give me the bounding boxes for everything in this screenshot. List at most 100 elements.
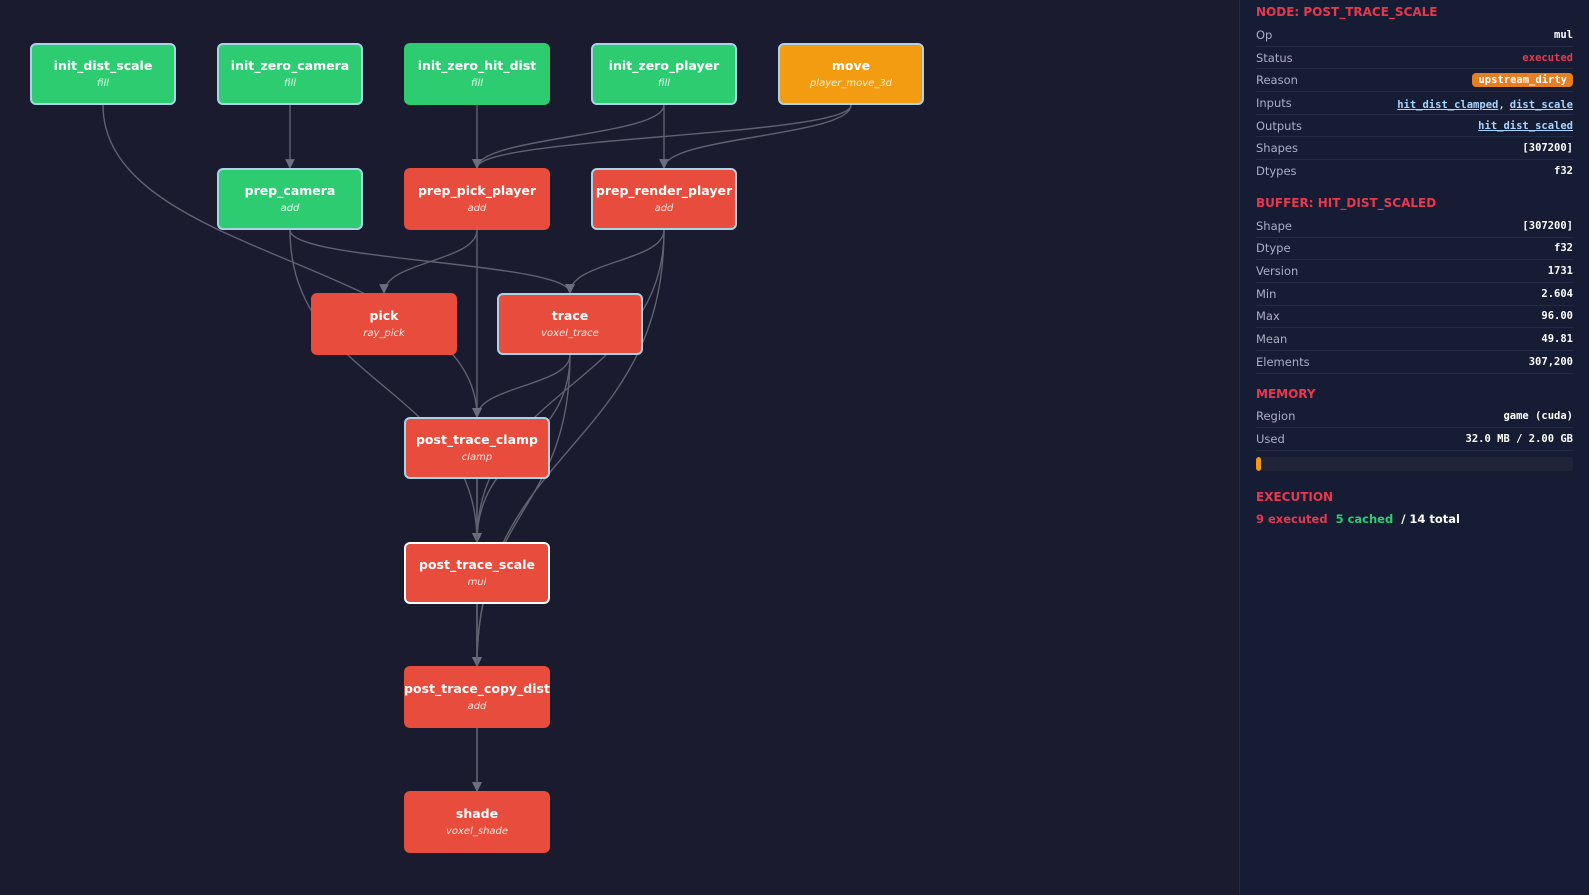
memory-section-title: MEMORY [1256,386,1316,401]
inputs-row: Inputs hit_dist_clamped, dist_scale [1256,92,1573,115]
buffer-row: Dtype f32 [1256,238,1573,261]
shapes-value: [307200] [1522,142,1573,155]
output-link-hit-dist-scaled[interactable]: hit_dist_scaled [1478,119,1573,132]
status-row: Status executed [1256,47,1573,70]
node-post-trace-scale[interactable]: post_trace_scale mul [404,542,550,604]
total-count: / 14 total [1401,512,1460,526]
node-init-zero-camera[interactable]: init_zero_camera fill [217,43,363,105]
execution-section-title: EXECUTION [1256,490,1334,504]
buffer-section-title: BUFFER: HIT_DIST_SCALED [1256,195,1437,210]
node-name: prep_camera [244,182,336,198]
edge-trace-to-post_trace_copy_dist [472,354,571,667]
node-name: post_trace_scale [419,556,535,572]
buffer-label: Max [1256,309,1280,324]
node-post-trace-copy-dist[interactable]: post_trace_copy_dist add [404,666,550,728]
inputs-separator: , [1498,99,1505,112]
node-op: add [467,202,487,214]
buffer-row: Min 2.604 [1256,283,1573,306]
status-label: Status [1256,50,1293,65]
input-link-dist-scale[interactable]: dist_scale [1509,99,1573,112]
dtypes-value: f32 [1554,165,1573,178]
node-op: voxel_shade [445,825,509,837]
node-name: post_trace_clamp [415,431,538,447]
shapes-label: Shapes [1256,141,1299,156]
node-init-zero-player[interactable]: init_zero_player fill [591,43,737,105]
node-name: prep_render_player [595,182,733,198]
buffer-label: Elements [1256,354,1310,369]
region-row: Region game (cuda) [1256,406,1573,429]
node-prep-pick-player[interactable]: prep_pick_player add [404,168,550,230]
node-pick[interactable]: pick ray_pick [311,293,457,355]
execution-summary: 9 executed 5 cached / 14 total [1256,509,1573,529]
node-name: move [831,57,871,73]
node-move[interactable]: move player_move_3d [778,43,924,105]
buffer-value: 1731 [1547,265,1573,278]
reason-label: Reason [1256,73,1298,88]
edge-init_dist_scale-to-post_trace_clamp [102,104,482,418]
status-value: executed [1522,51,1573,64]
buffer-row: Elements 307,200 [1256,351,1573,374]
reason-badge: upstream_dirty [1472,73,1573,88]
buffer-value: [307200] [1522,219,1573,232]
buffer-label: Mean [1256,332,1288,347]
edge-prep_render_player-to-post_trace_scale [472,229,665,543]
buffer-label: Version [1256,264,1299,279]
buffer-label: Min [1256,286,1277,301]
op-value: mul [1554,28,1573,41]
node-shade[interactable]: shade voxel_shade [404,791,550,853]
node-init-dist-scale[interactable]: init_dist_scale fill [30,43,176,105]
buffer-value: 96.00 [1541,310,1573,323]
node-name: prep_pick_player [417,182,537,198]
node-op: player_move_3d [809,77,893,89]
node-op: fill [96,77,110,89]
buffer-row: Shape [307200] [1256,215,1573,238]
graph-canvas[interactable]: init_dist_scale fill init_zero_camera fi… [0,0,1239,895]
node-init-zero-hit-dist[interactable]: init_zero_hit_dist fill [404,43,550,105]
node-op: add [654,202,674,214]
memory-usage-bar [1256,457,1573,471]
shapes-row: Shapes [307200] [1256,137,1573,161]
cached-count: 5 cached [1335,512,1394,526]
edge-prep_camera-to-trace [289,229,575,294]
inputs-value: hit_dist_clamped, dist_scale [1397,93,1573,112]
inputs-label: Inputs [1256,95,1292,110]
node-name: init_zero_hit_dist [417,57,537,73]
node-name: post_trace_copy_dist [404,680,550,696]
buffer-value: 49.81 [1541,333,1573,346]
node-op: mul [467,576,487,588]
graph-edges [102,104,852,792]
op-row: Op mul [1256,24,1573,47]
outputs-label: Outputs [1256,118,1302,133]
used-row: Used 32.0 MB / 2.00 GB [1256,428,1573,451]
node-trace[interactable]: trace voxel_trace [497,293,643,355]
dtypes-label: Dtypes [1256,164,1297,179]
node-name: shade [455,805,499,821]
node-name: trace [551,307,589,323]
buffer-label: Dtype [1256,241,1291,256]
reason-row: Reason upstream_dirty [1256,69,1573,93]
node-prep-camera[interactable]: prep_camera add [217,168,363,230]
buffer-row: Max 96.00 [1256,306,1573,329]
node-name: init_dist_scale [53,57,153,73]
used-value: 32.0 MB / 2.00 GB [1465,433,1573,446]
edge-prep_camera-to-post_trace_scale [289,229,482,543]
op-label: Op [1256,27,1273,42]
node-prep-render-player[interactable]: prep_render_player add [591,168,737,230]
edge-trace-to-post_trace_clamp [472,354,571,418]
executed-count: 9 executed [1256,512,1328,526]
inspector-panel: NODE: POST_TRACE_SCALE Op mul Status exe… [1239,0,1589,895]
edge-init_zero_player-to-prep_pick_player [472,104,665,169]
node-name: init_zero_player [608,57,720,73]
node-op: fill [283,77,297,89]
region-value: game (cuda) [1503,410,1573,423]
node-post-trace-clamp[interactable]: post_trace_clamp clamp [404,417,550,479]
node-op: fill [470,77,484,89]
edge-prep_render_player-to-trace [565,229,665,294]
input-link-hit-dist-clamped[interactable]: hit_dist_clamped [1397,99,1499,112]
node-name: init_zero_camera [230,57,350,73]
node-op: add [280,202,300,214]
node-op: ray_pick [363,327,405,339]
node-op: clamp [461,451,493,463]
used-label: Used [1256,432,1285,447]
buffer-value: f32 [1554,242,1573,255]
